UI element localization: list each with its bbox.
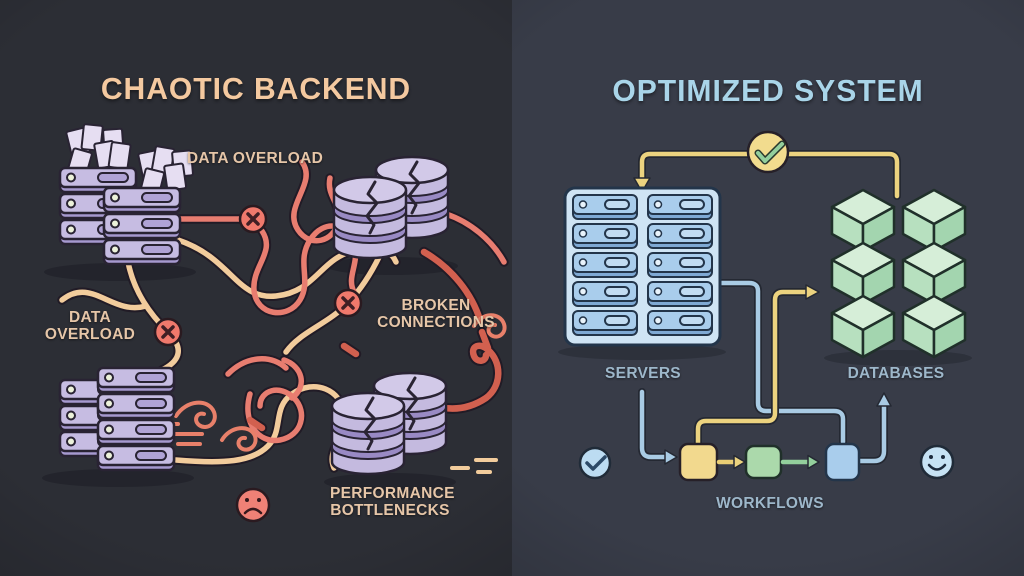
workflow-nodes <box>678 442 861 482</box>
arrow-right-icon <box>805 284 820 300</box>
performance-bottlenecks-label: PERFORMANCE BOTTLENECKS <box>330 485 455 519</box>
shadows <box>558 344 972 366</box>
sad-face-icon <box>235 487 271 523</box>
arrow-right-icon <box>733 454 746 470</box>
optimized-system-art <box>558 130 972 482</box>
workflow-node-blue <box>824 442 861 482</box>
flow-lines <box>633 150 901 465</box>
chaotic-backend-art <box>42 123 509 523</box>
workflows-label: WORKFLOWS <box>716 495 824 512</box>
arrow-right-icon <box>807 454 820 470</box>
servers-label: SERVERS <box>605 365 681 382</box>
workflow-node-green <box>744 444 783 480</box>
data-overload-side-label: DATA OVERLOAD <box>44 309 136 343</box>
arrow-right-icon <box>664 449 678 465</box>
check-circle-icon <box>746 130 790 174</box>
cracked-database-icon <box>332 155 450 260</box>
happy-face-icon <box>919 444 955 480</box>
arrow-up-icon <box>876 392 892 407</box>
databases-label: DATABASES <box>847 365 945 382</box>
error-x-icon <box>238 204 268 234</box>
data-overload-top-label: DATA OVERLOAD <box>186 150 324 167</box>
left-panel-title: CHAOTIC BACKEND <box>100 70 412 106</box>
shadows <box>42 257 458 491</box>
error-x-icon <box>153 317 183 347</box>
broken-connections-label: BROKEN CONNECTIONS <box>377 297 495 331</box>
cracked-database-icon <box>330 371 448 476</box>
error-x-icon <box>333 288 363 318</box>
database-cube-icon <box>830 188 967 359</box>
server-rack-icon <box>563 186 722 347</box>
server-stack-icon <box>102 186 182 266</box>
optimized-system-panel: OPTIMIZED SYSTEM SERVERS DATABASES WORKF… <box>512 0 1024 576</box>
workflow-node-yellow <box>678 442 719 482</box>
check-circle-icon <box>578 446 612 480</box>
swirl-icon <box>158 313 507 474</box>
server-stack-icon <box>96 366 176 472</box>
chaotic-backend-panel: CHAOTIC BACKEND DATA OVERLOAD DATA OVERL… <box>0 0 512 576</box>
right-panel-title: OPTIMIZED SYSTEM <box>612 72 924 108</box>
arrow-down-icon <box>633 177 651 193</box>
